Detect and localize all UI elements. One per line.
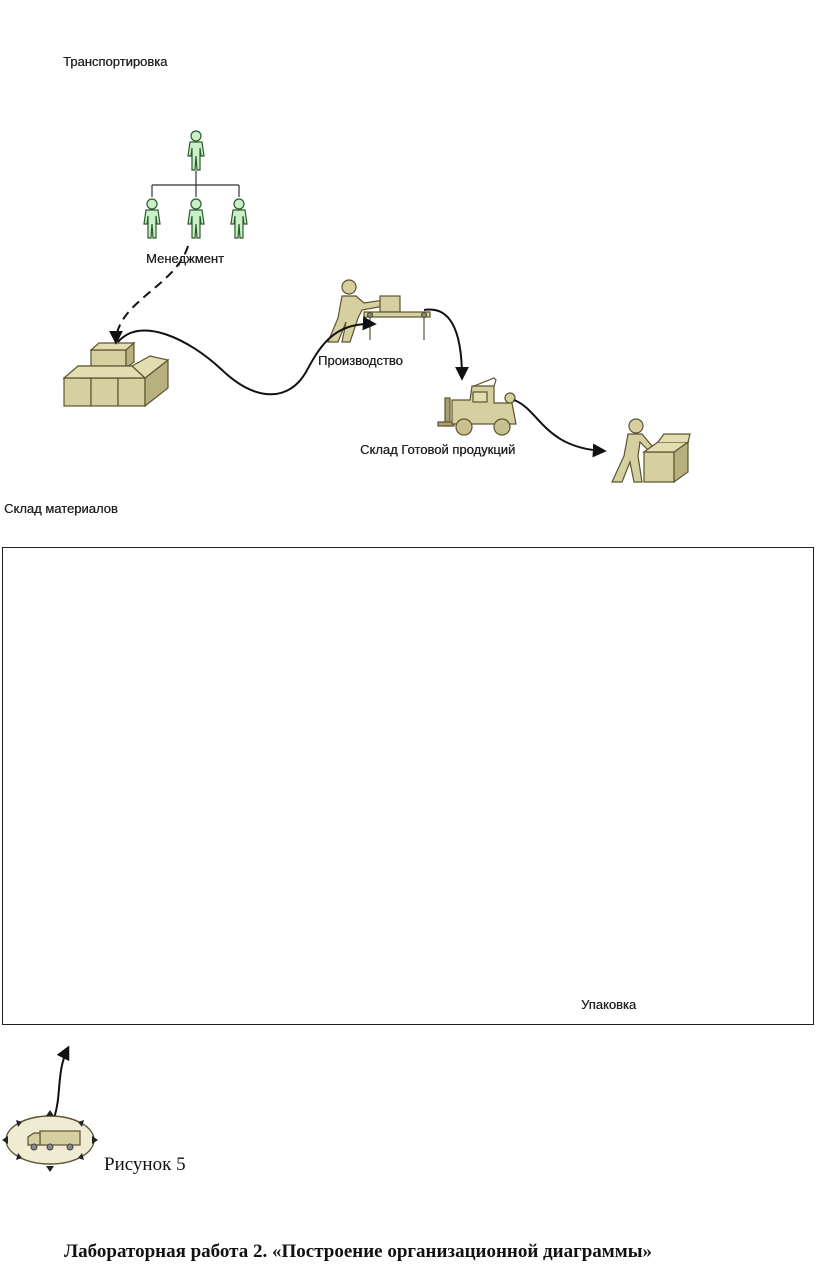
forklift-icon bbox=[437, 377, 517, 436]
empty-frame bbox=[2, 547, 814, 1025]
label-finished-goods-warehouse: Склад Готовой продукций bbox=[360, 442, 516, 457]
worker-conveyor-icon bbox=[327, 279, 431, 343]
worker-box-icon bbox=[611, 418, 691, 484]
label-packing: Упаковка bbox=[581, 997, 637, 1012]
figure-caption: Рисунок 5 bbox=[104, 1154, 186, 1175]
truck-icon bbox=[2, 1110, 98, 1172]
flow-transport-up bbox=[53, 1045, 70, 1119]
flow-forklift-packing bbox=[513, 399, 607, 458]
label-transport: Транспортировка bbox=[63, 54, 168, 69]
label-production: Производство bbox=[318, 353, 403, 368]
label-management: Менеджмент bbox=[146, 251, 224, 266]
org-chart-icon bbox=[143, 130, 248, 239]
label-materials-warehouse: Склад материалов bbox=[4, 501, 118, 516]
flow-materials-production bbox=[117, 316, 377, 396]
boxes-icon bbox=[62, 341, 170, 408]
section-heading: Лабораторная работа 2. «Построение орган… bbox=[64, 1241, 653, 1262]
dashed-link-management-materials bbox=[109, 245, 189, 345]
flow-production-forklift bbox=[423, 308, 469, 381]
